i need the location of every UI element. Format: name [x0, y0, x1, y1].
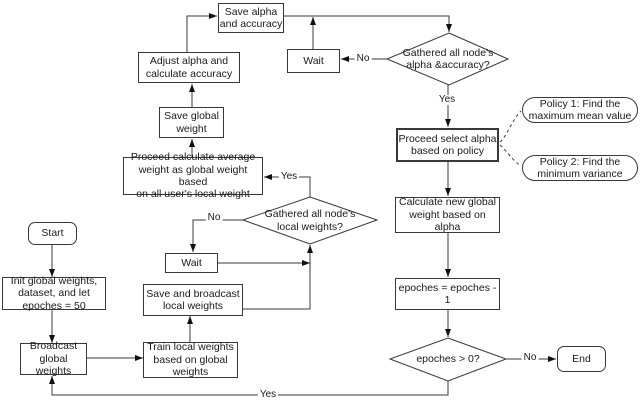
edge-proceedselect-to-policy1	[499, 110, 522, 143]
adjust-alpha-node: Adjust alpha and calculate accuracy	[138, 52, 240, 83]
proceed-select-alpha-node: Proceed select alpha based on policy	[396, 128, 499, 162]
edge-proceedselect-to-policy2	[499, 144, 522, 167]
edge-savealpha-to-gatheredalpha	[284, 15, 452, 32]
edge-label-yes-alpha: Yes	[436, 94, 458, 105]
save-broadcast-local-weights-node: Save and broadcast local weights	[143, 284, 243, 316]
edge-epochescheck-yes-to-broadcast	[49, 376, 449, 396]
edge-label-yes-epoches: Yes	[257, 389, 279, 400]
edge-label-yes-local: Yes	[278, 171, 300, 182]
edge-label-no-local: No	[205, 212, 223, 223]
policy2-callout: Policy 2: Find the minimum variance	[522, 155, 638, 181]
decision-gathered-alpha-label: Gathered all node's alpha &accuracy?	[402, 46, 494, 71]
decision-epoches-label: epoches > 0?	[416, 352, 480, 365]
edge-savebroadcast-to-gatheredlocal	[243, 245, 313, 310]
policy1-callout: Policy 1: Find the maximum mean value	[522, 97, 638, 123]
proceed-calculate-average-node: Proceed calculate average weight as glob…	[123, 151, 263, 200]
edge-gatheredlocal-no-to-waitlocal	[190, 219, 243, 252]
save-global-weight-node: Save global weight	[159, 107, 224, 138]
edge-adjustalpha-to-savealpha	[186, 13, 217, 52]
start-node: Start	[28, 222, 77, 245]
decision-gathered-alpha-shape	[385, 32, 510, 86]
edge-label-no-epoches: No	[521, 352, 539, 363]
wait-alpha-accuracy-node: Wait	[287, 49, 340, 73]
decision-epoches-shape	[388, 337, 508, 382]
wait-local-weights-node: Wait	[165, 253, 218, 273]
end-node: End	[557, 346, 606, 372]
calculate-new-global-weight-node: Calculate new global weight based on alp…	[395, 196, 500, 233]
broadcast-global-weights-node: Broadcast global weights	[20, 340, 87, 377]
edge-label-no-alpha: No	[354, 53, 372, 64]
train-local-weights-node: Train local weights based on global weig…	[143, 341, 238, 378]
epoches-decrement-node: epoches = epoches - 1	[395, 278, 500, 310]
decision-gathered-local-shape	[241, 196, 379, 245]
decision-gathered-local-label: Gathered all node's local weights?	[264, 208, 356, 233]
save-alpha-accuracy-node: Save alpha and accuracy	[218, 3, 284, 33]
init-global-weights-node: Init global weights, dataset, and let ep…	[2, 275, 106, 312]
